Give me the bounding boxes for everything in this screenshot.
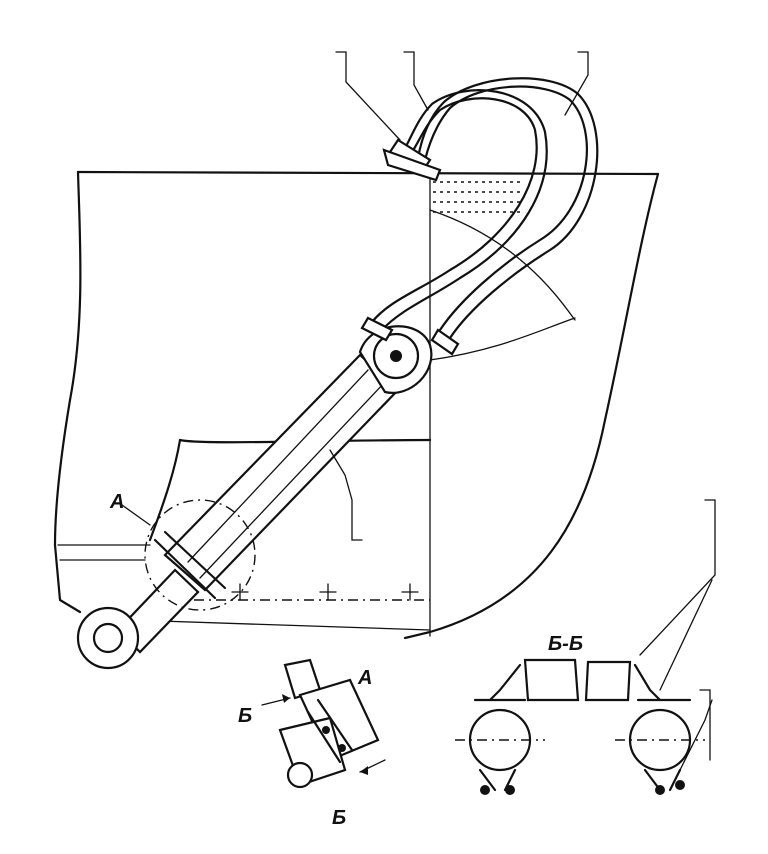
label-section-b-b-title: Б-Б xyxy=(548,633,583,655)
section-b-b xyxy=(455,658,711,795)
label-detail-a-marker: A xyxy=(109,491,124,513)
label-a-leader xyxy=(121,504,151,526)
label-section-b-bottom: Б xyxy=(332,807,346,829)
label-section-b-top: Б xyxy=(238,705,252,727)
leader-lines xyxy=(329,51,716,771)
bucket-outline xyxy=(53,170,660,640)
label-detail-a-title: A xyxy=(357,667,372,689)
hydraulic-cylinder xyxy=(76,325,433,670)
detail-a xyxy=(261,658,386,789)
hoses xyxy=(360,77,599,356)
